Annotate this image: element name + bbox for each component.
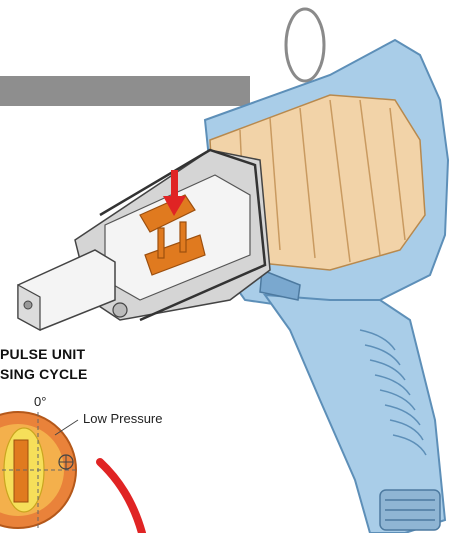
grip-ridges — [359, 329, 427, 456]
pulse-blades — [139, 194, 206, 276]
cycle-diagram — [0, 411, 79, 530]
pressure-label: Low Pressure — [83, 411, 163, 426]
angle-label: 0° — [34, 394, 47, 409]
air-inlet — [379, 489, 441, 531]
red-pressure-arc — [96, 458, 146, 533]
caption-line-2: SING CYCLE — [0, 366, 88, 382]
hanger-ring — [284, 7, 326, 83]
square-drive-anvil — [17, 249, 116, 332]
gray-title-band — [0, 76, 250, 106]
caption-line-1: PULSE UNIT — [0, 346, 86, 362]
red-arrow — [163, 170, 186, 216]
housing-bolt — [112, 302, 128, 318]
trigger — [259, 268, 301, 301]
